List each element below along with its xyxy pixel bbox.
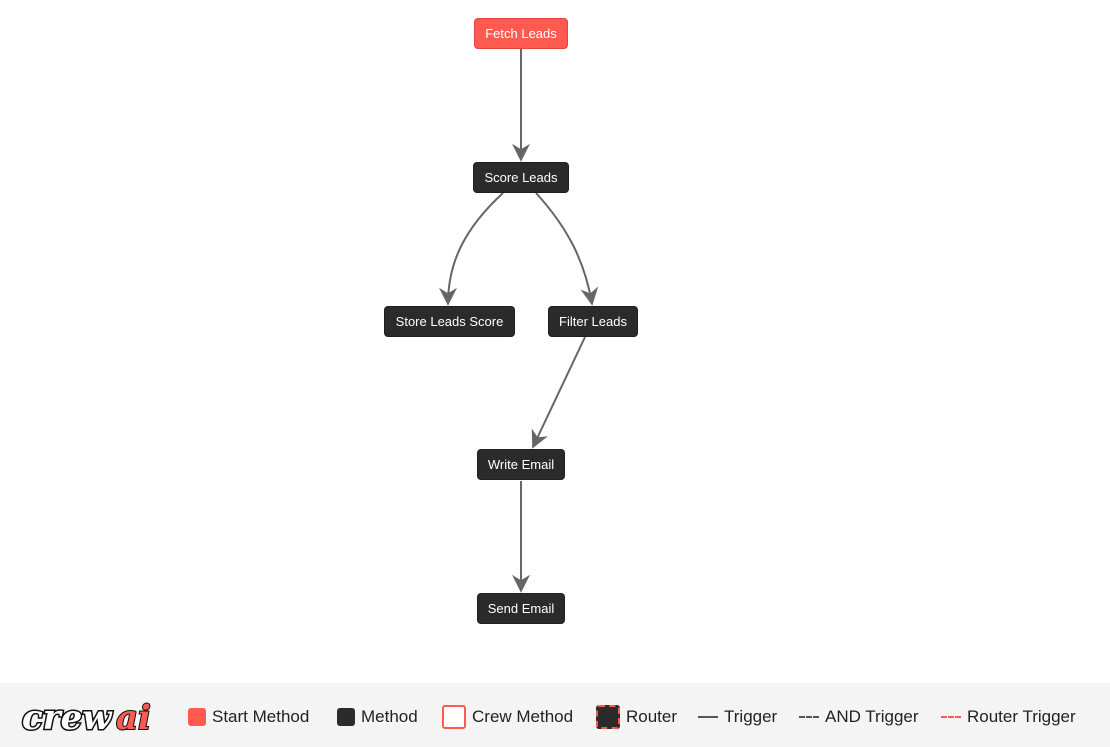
svg-text:ai: ai [116, 698, 151, 738]
node-write-email[interactable]: Write Email [477, 449, 565, 480]
edges-layer [439, 49, 599, 593]
legend-label: Router Trigger [967, 707, 1076, 726]
legend-label: AND Trigger [825, 707, 919, 726]
legend-label: Router [626, 707, 678, 726]
legend-crew-method: Crew Method [442, 705, 573, 729]
legend-trigger: Trigger [698, 705, 777, 729]
and-trigger-line-swatch [799, 716, 819, 718]
edge-score-leads-to-store-leads-score [439, 192, 504, 306]
crew-method-swatch [442, 705, 466, 729]
svg-text:crew: crew [22, 698, 113, 738]
node-store-leads-score[interactable]: Store Leads Score [384, 306, 515, 337]
legend-start-method: Start Method [188, 705, 309, 729]
node-score-leads[interactable]: Score Leads [473, 162, 569, 193]
legend-label: Start Method [212, 707, 310, 726]
legend-method: Method [337, 705, 418, 729]
router-swatch [596, 705, 620, 729]
node-filter-leads[interactable]: Filter Leads [548, 306, 638, 337]
method-swatch [337, 708, 355, 726]
trigger-line-swatch [698, 716, 718, 718]
legend-label: Crew Method [472, 707, 574, 726]
flow-diagram-canvas: Fetch Leads Score Leads Store Leads Scor… [384, 18, 638, 624]
node-fetch-leads[interactable]: Fetch Leads [474, 18, 568, 49]
legend-router: Router [596, 705, 677, 729]
node-send-email[interactable]: Send Email [477, 593, 565, 624]
start-method-swatch [188, 708, 206, 726]
router-trigger-line-swatch [941, 716, 961, 718]
edge-filter-leads-to-write-email [531, 336, 586, 449]
crewai-logo: crew ai [20, 695, 166, 740]
edge-score-leads-to-filter-leads [535, 192, 599, 306]
legend-label: Trigger [724, 707, 778, 726]
legend-and-trigger: AND Trigger [799, 705, 919, 729]
legend-router-trigger: Router Trigger [941, 705, 1076, 729]
legend-label: Method [361, 707, 418, 726]
legend-bar: crew ai Start Method Method Crew Method … [0, 683, 1110, 747]
